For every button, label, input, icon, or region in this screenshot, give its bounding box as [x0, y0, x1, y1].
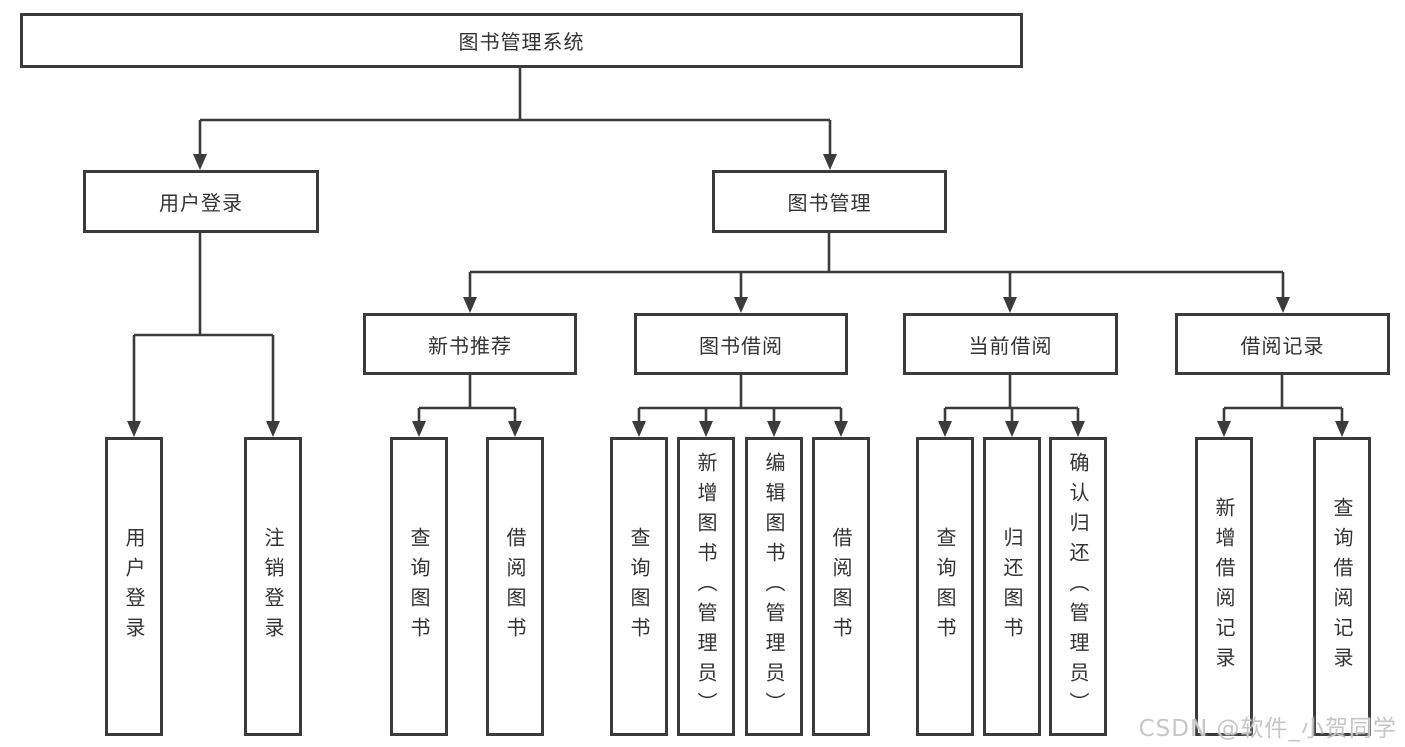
edge-current-borrow-to-leaves: [938, 375, 1085, 437]
edge-line: [637, 375, 843, 422]
edge-root-to-level2: [193, 68, 837, 170]
node-leaf-add-books-admin: 新增图书（管理员）: [677, 437, 735, 736]
arrowhead: [834, 421, 848, 437]
edge-new-book-rec-to-leaves: [412, 375, 522, 437]
watermark: CSDN @软件_小贺同学: [1138, 716, 1397, 742]
edge-line: [943, 375, 1080, 422]
node-leaf-query-books-recommend: 查询图书: [390, 437, 448, 736]
arrowhead: [463, 297, 477, 313]
arrowhead: [1071, 421, 1085, 437]
node-leaf-add-borrow-record: 新增借阅记录: [1195, 437, 1253, 736]
edge-user-login-to-leaves: [127, 233, 280, 437]
edge-borrow-record-to-leaves: [1217, 375, 1349, 437]
node-leaf-logout: 注销登录: [244, 437, 302, 736]
edge-book-mgmt-to-level3: [463, 233, 1290, 313]
node-leaf-query-books-borrow: 查询图书: [610, 437, 668, 736]
edge-line: [1222, 375, 1344, 422]
node-current-borrow: 当前借阅: [903, 313, 1118, 375]
arrowhead: [734, 297, 748, 313]
node-root-system: 图书管理系统: [20, 13, 1023, 68]
node-user-login: 用户登录: [83, 170, 319, 233]
node-book-borrow: 图书借阅: [634, 313, 848, 375]
node-leaf-borrow-books: 借阅图书: [812, 437, 870, 736]
arrowhead: [767, 421, 781, 437]
node-new-book-recommend: 新书推荐: [363, 313, 577, 375]
arrowhead: [1217, 421, 1231, 437]
arrowhead: [823, 154, 837, 170]
node-leaf-user-login: 用户登录: [105, 437, 163, 736]
edge-line: [417, 375, 517, 422]
node-leaf-return-books: 归还图书: [983, 437, 1041, 736]
node-leaf-confirm-return-admin: 确认归还（管理员）: [1049, 437, 1107, 736]
arrowhead: [127, 421, 141, 437]
node-book-management: 图书管理: [712, 170, 947, 233]
node-borrow-record: 借阅记录: [1175, 313, 1390, 375]
arrowhead: [1335, 421, 1349, 437]
arrowhead: [412, 421, 426, 437]
arrowhead: [193, 154, 207, 170]
edge-line: [132, 233, 275, 422]
edge-line: [198, 68, 832, 155]
arrowhead: [266, 421, 280, 437]
node-leaf-query-books-current: 查询图书: [916, 437, 974, 736]
arrowhead: [1276, 297, 1290, 313]
arrowhead: [632, 421, 646, 437]
node-leaf-borrow-books-recommend: 借阅图书: [486, 437, 544, 736]
edge-line: [468, 233, 1285, 298]
arrowhead: [699, 421, 713, 437]
arrowhead: [938, 421, 952, 437]
edge-book-borrow-to-leaves: [632, 375, 848, 437]
node-leaf-query-borrow-record: 查询借阅记录: [1313, 437, 1371, 736]
arrowhead: [508, 421, 522, 437]
arrowhead: [1003, 297, 1017, 313]
arrowhead: [1005, 421, 1019, 437]
node-leaf-edit-books-admin: 编辑图书（管理员）: [745, 437, 803, 736]
